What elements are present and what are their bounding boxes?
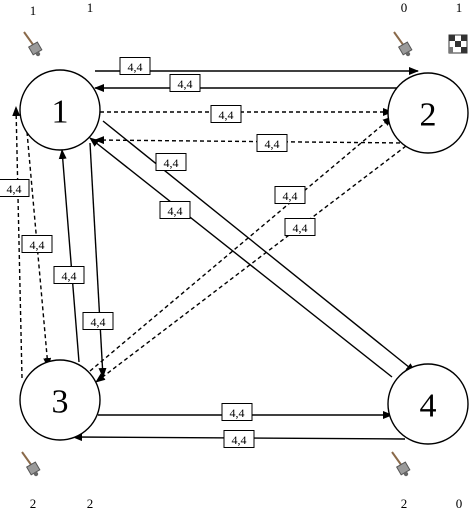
node-circle — [387, 363, 469, 445]
edge-label: 4,4 — [169, 74, 201, 92]
edge-label: 4,4 — [256, 134, 288, 152]
edge-4-to-1 — [89, 137, 393, 378]
robot-arm-icon — [391, 451, 411, 477]
edge-1-to-3-dashed — [26, 131, 52, 368]
edge-label-text: 4,4 — [62, 269, 77, 283]
edge-label: 4,4 — [82, 312, 114, 330]
edge-label-box — [159, 201, 191, 219]
node-circle — [387, 72, 469, 154]
edge-label-text: 4,4 — [30, 238, 45, 252]
edge-label-box — [155, 153, 187, 171]
edge-label-text: 4,4 — [128, 60, 143, 74]
edge-label-text: 4,4 — [168, 204, 183, 218]
node-circle — [19, 359, 101, 441]
node-label: 4 — [420, 388, 437, 425]
edge-label-box — [223, 430, 255, 448]
corner-number-bottom-left-2: 2 — [87, 496, 94, 511]
edge-label-box — [119, 57, 151, 75]
edge-1-to-4 — [102, 120, 416, 373]
node-1: 1 — [19, 69, 101, 151]
node-label: 2 — [420, 97, 437, 134]
edge-label: 4,4 — [0, 179, 30, 197]
edge-2-to-1-dashed — [94, 136, 408, 145]
edge-label-text: 4,4 — [265, 137, 280, 151]
edge-label: 4,4 — [119, 57, 151, 75]
edge-3-to-2-dashed — [89, 116, 393, 372]
corner-number-bottom-right-1: 2 — [401, 496, 408, 511]
edge-label: 4,4 — [21, 235, 53, 253]
edge-3-to-1-dashed — [12, 106, 23, 379]
edge-label-text: 4,4 — [293, 221, 308, 235]
nodes-layer: 1 2 3 4 — [19, 69, 469, 445]
edge-1-to-3 — [89, 142, 107, 378]
robot-arm-icon — [393, 31, 413, 57]
corner-number-bottom-left-1: 2 — [30, 496, 37, 511]
node-3: 3 — [19, 359, 101, 441]
edge-label: 4,4 — [223, 430, 255, 448]
edge-2-to-3-dashed — [95, 145, 407, 383]
edge-label-box — [256, 134, 288, 152]
edge-label-box — [82, 312, 114, 330]
edge-label-box — [284, 218, 316, 236]
edge-label: 4,4 — [221, 403, 253, 421]
edge-label-box — [21, 235, 53, 253]
edge-label: 4,4 — [274, 186, 306, 204]
edge-label-text: 4,4 — [283, 189, 298, 203]
corner-number-top-right-1: 0 — [401, 0, 408, 15]
corner-number-bottom-right-2: 0 — [456, 496, 463, 511]
node-circle — [19, 69, 101, 151]
edge-label: 4,4 — [53, 266, 85, 284]
edge-label-text: 4,4 — [7, 182, 22, 196]
edge-label-text: 4,4 — [178, 77, 193, 91]
edge-label: 4,4 — [159, 201, 191, 219]
node-label: 3 — [52, 384, 69, 421]
edge-label-box — [274, 186, 306, 204]
corner-number-top-left-1: 1 — [30, 3, 37, 18]
robot-arm-icon — [21, 451, 41, 477]
edge-label-box — [221, 403, 253, 421]
edge-label-box — [53, 266, 85, 284]
edge-label-text: 4,4 — [232, 433, 247, 447]
node-2: 2 — [387, 72, 469, 154]
edge-3-to-1 — [58, 149, 80, 363]
corner-number-top-right-2: 1 — [456, 0, 463, 15]
edge-label-text: 4,4 — [230, 406, 245, 420]
robot-arm-icon — [23, 31, 43, 57]
edge-label-box — [210, 105, 242, 123]
node-4: 4 — [387, 363, 469, 445]
edge-label-text: 4,4 — [219, 108, 234, 122]
edge-label: 4,4 — [210, 105, 242, 123]
edge-label-text: 4,4 — [91, 315, 106, 329]
edge-label: 4,4 — [155, 153, 187, 171]
edge-label-box — [169, 74, 201, 92]
edge-label-box — [0, 179, 30, 197]
node-label: 1 — [52, 94, 69, 131]
edge-label-text: 4,4 — [164, 156, 179, 170]
edge-labels-layer: 4,4 4,4 4,4 4,4 4,4 4,4 4,4 4,4 4,4 4,4 4,4 4,4 4,4 4… — [0, 57, 316, 448]
corner-number-top-left-2: 1 — [87, 0, 94, 15]
edge-label: 4,4 — [284, 218, 316, 236]
grid-icon — [448, 34, 468, 54]
